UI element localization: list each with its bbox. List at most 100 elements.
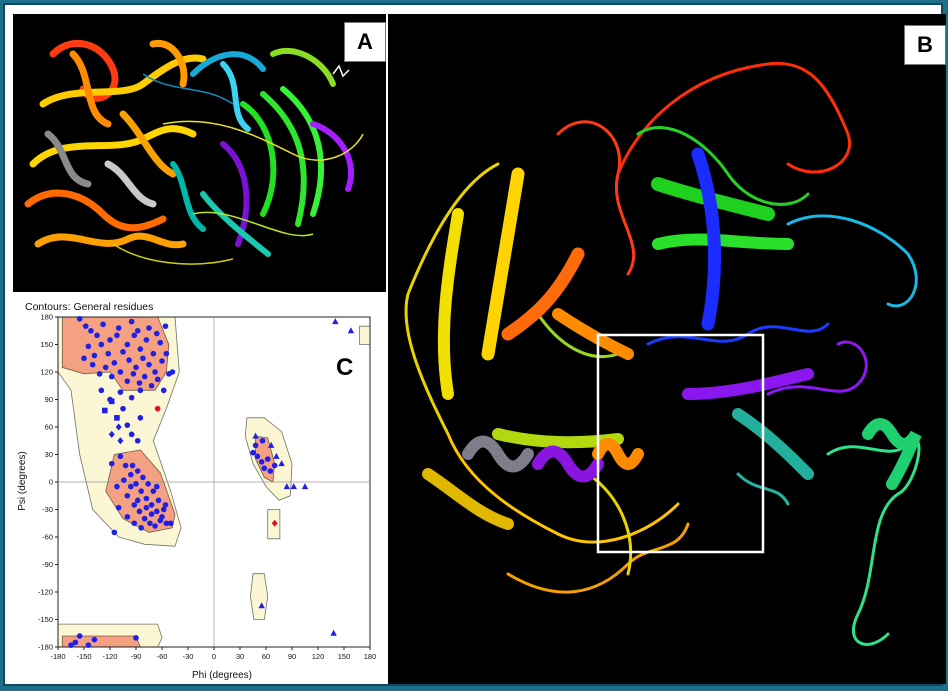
residue-point-triangle	[283, 483, 290, 490]
residue-point-square	[102, 407, 108, 414]
residue-point	[134, 497, 141, 504]
residue-point	[154, 330, 160, 337]
panel-c-ramachandran-plot: Contours: General residues -180-150-120-…	[13, 294, 386, 684]
residue-point-diamond	[115, 423, 122, 431]
residue-point	[271, 462, 278, 469]
residue-point	[250, 449, 256, 456]
residue-point	[163, 350, 170, 357]
residue-point	[128, 471, 134, 478]
residue-point	[111, 529, 118, 536]
y-tick-label: 30	[45, 450, 53, 459]
residue-point	[134, 437, 141, 444]
outlier-point-diamond	[271, 519, 278, 527]
residue-point	[155, 497, 162, 504]
residue-point	[131, 502, 138, 508]
residue-point	[129, 462, 136, 469]
residue-point	[88, 327, 94, 334]
residue-point	[72, 639, 79, 646]
panel-a-label: A	[344, 22, 386, 62]
y-tick-label: -60	[42, 533, 53, 542]
residue-point	[111, 360, 118, 366]
residue-point	[162, 502, 169, 508]
residue-point	[150, 350, 157, 357]
residue-point-triangle	[330, 629, 337, 636]
residue-point	[128, 431, 135, 438]
residue-point	[124, 514, 131, 520]
y-tick-label: -120	[38, 588, 53, 597]
residue-point	[76, 316, 83, 322]
residue-point	[162, 323, 169, 329]
residue-point	[146, 361, 152, 368]
binding-site-highlight-box	[596, 333, 765, 554]
residue-point	[154, 508, 160, 515]
residue-point	[163, 520, 170, 527]
residue-point	[137, 346, 144, 352]
residue-point	[115, 504, 122, 511]
residue-point	[114, 483, 120, 490]
residue-point	[124, 422, 131, 428]
residue-point	[254, 453, 261, 460]
residue-point-square	[114, 415, 120, 421]
allowed-region	[249, 573, 269, 620]
residue-point	[152, 523, 158, 529]
residue-point	[143, 495, 150, 502]
residue-point	[136, 380, 143, 386]
plot-title: Contours: General residues	[25, 301, 154, 313]
x-tick-label: 30	[236, 652, 244, 661]
y-tick-label: 90	[45, 395, 53, 404]
residue-point	[145, 481, 151, 487]
residue-point-triangle	[278, 460, 285, 467]
residue-point	[150, 488, 157, 494]
residue-point	[130, 371, 137, 377]
residue-point	[115, 325, 122, 331]
residue-point	[267, 468, 274, 474]
residue-point	[117, 369, 124, 375]
x-tick-label: 90	[288, 652, 296, 661]
residue-point	[120, 349, 126, 355]
residue-point	[131, 332, 138, 339]
y-tick-label: -90	[42, 560, 53, 569]
residue-point	[105, 350, 112, 357]
x-tick-label: 150	[338, 652, 351, 661]
residue-point	[169, 369, 176, 375]
residue-point	[154, 483, 160, 490]
residue-point	[98, 387, 105, 394]
residue-point-triangle	[268, 441, 275, 448]
residue-point	[107, 337, 113, 343]
y-tick-label: -150	[38, 615, 53, 624]
residue-point	[102, 364, 109, 371]
x-tick-label: 120	[312, 652, 325, 661]
residue-point-diamond	[117, 437, 124, 445]
residue-point	[157, 517, 164, 524]
residue-point	[122, 462, 129, 469]
y-tick-label: 150	[40, 340, 53, 349]
residue-point	[160, 387, 167, 394]
residue-point	[108, 460, 115, 467]
residue-point-diamond	[108, 430, 115, 438]
residue-point	[68, 642, 74, 648]
residue-point	[141, 373, 148, 380]
residue-point	[147, 520, 153, 527]
residue-point	[148, 502, 155, 508]
residue-point	[117, 453, 124, 460]
residue-point	[137, 387, 144, 394]
x-tick-label: 0	[212, 652, 216, 661]
residue-point	[148, 382, 155, 389]
residue-point	[91, 352, 98, 359]
residue-point	[252, 442, 259, 449]
residue-point	[131, 520, 138, 527]
residue-point-triangle	[273, 452, 280, 459]
panel-b-binding-site-view: B	[388, 14, 946, 684]
y-axis-label: Psi (degrees)	[17, 451, 28, 510]
residue-point	[133, 364, 139, 371]
residue-point	[137, 415, 144, 421]
allowed-region	[359, 325, 371, 345]
residue-point	[159, 358, 165, 364]
residue-point	[117, 389, 124, 395]
residue-point	[136, 508, 143, 515]
residue-point	[128, 394, 135, 401]
x-tick-label: -30	[183, 652, 194, 661]
x-tick-label: -150	[76, 652, 91, 661]
